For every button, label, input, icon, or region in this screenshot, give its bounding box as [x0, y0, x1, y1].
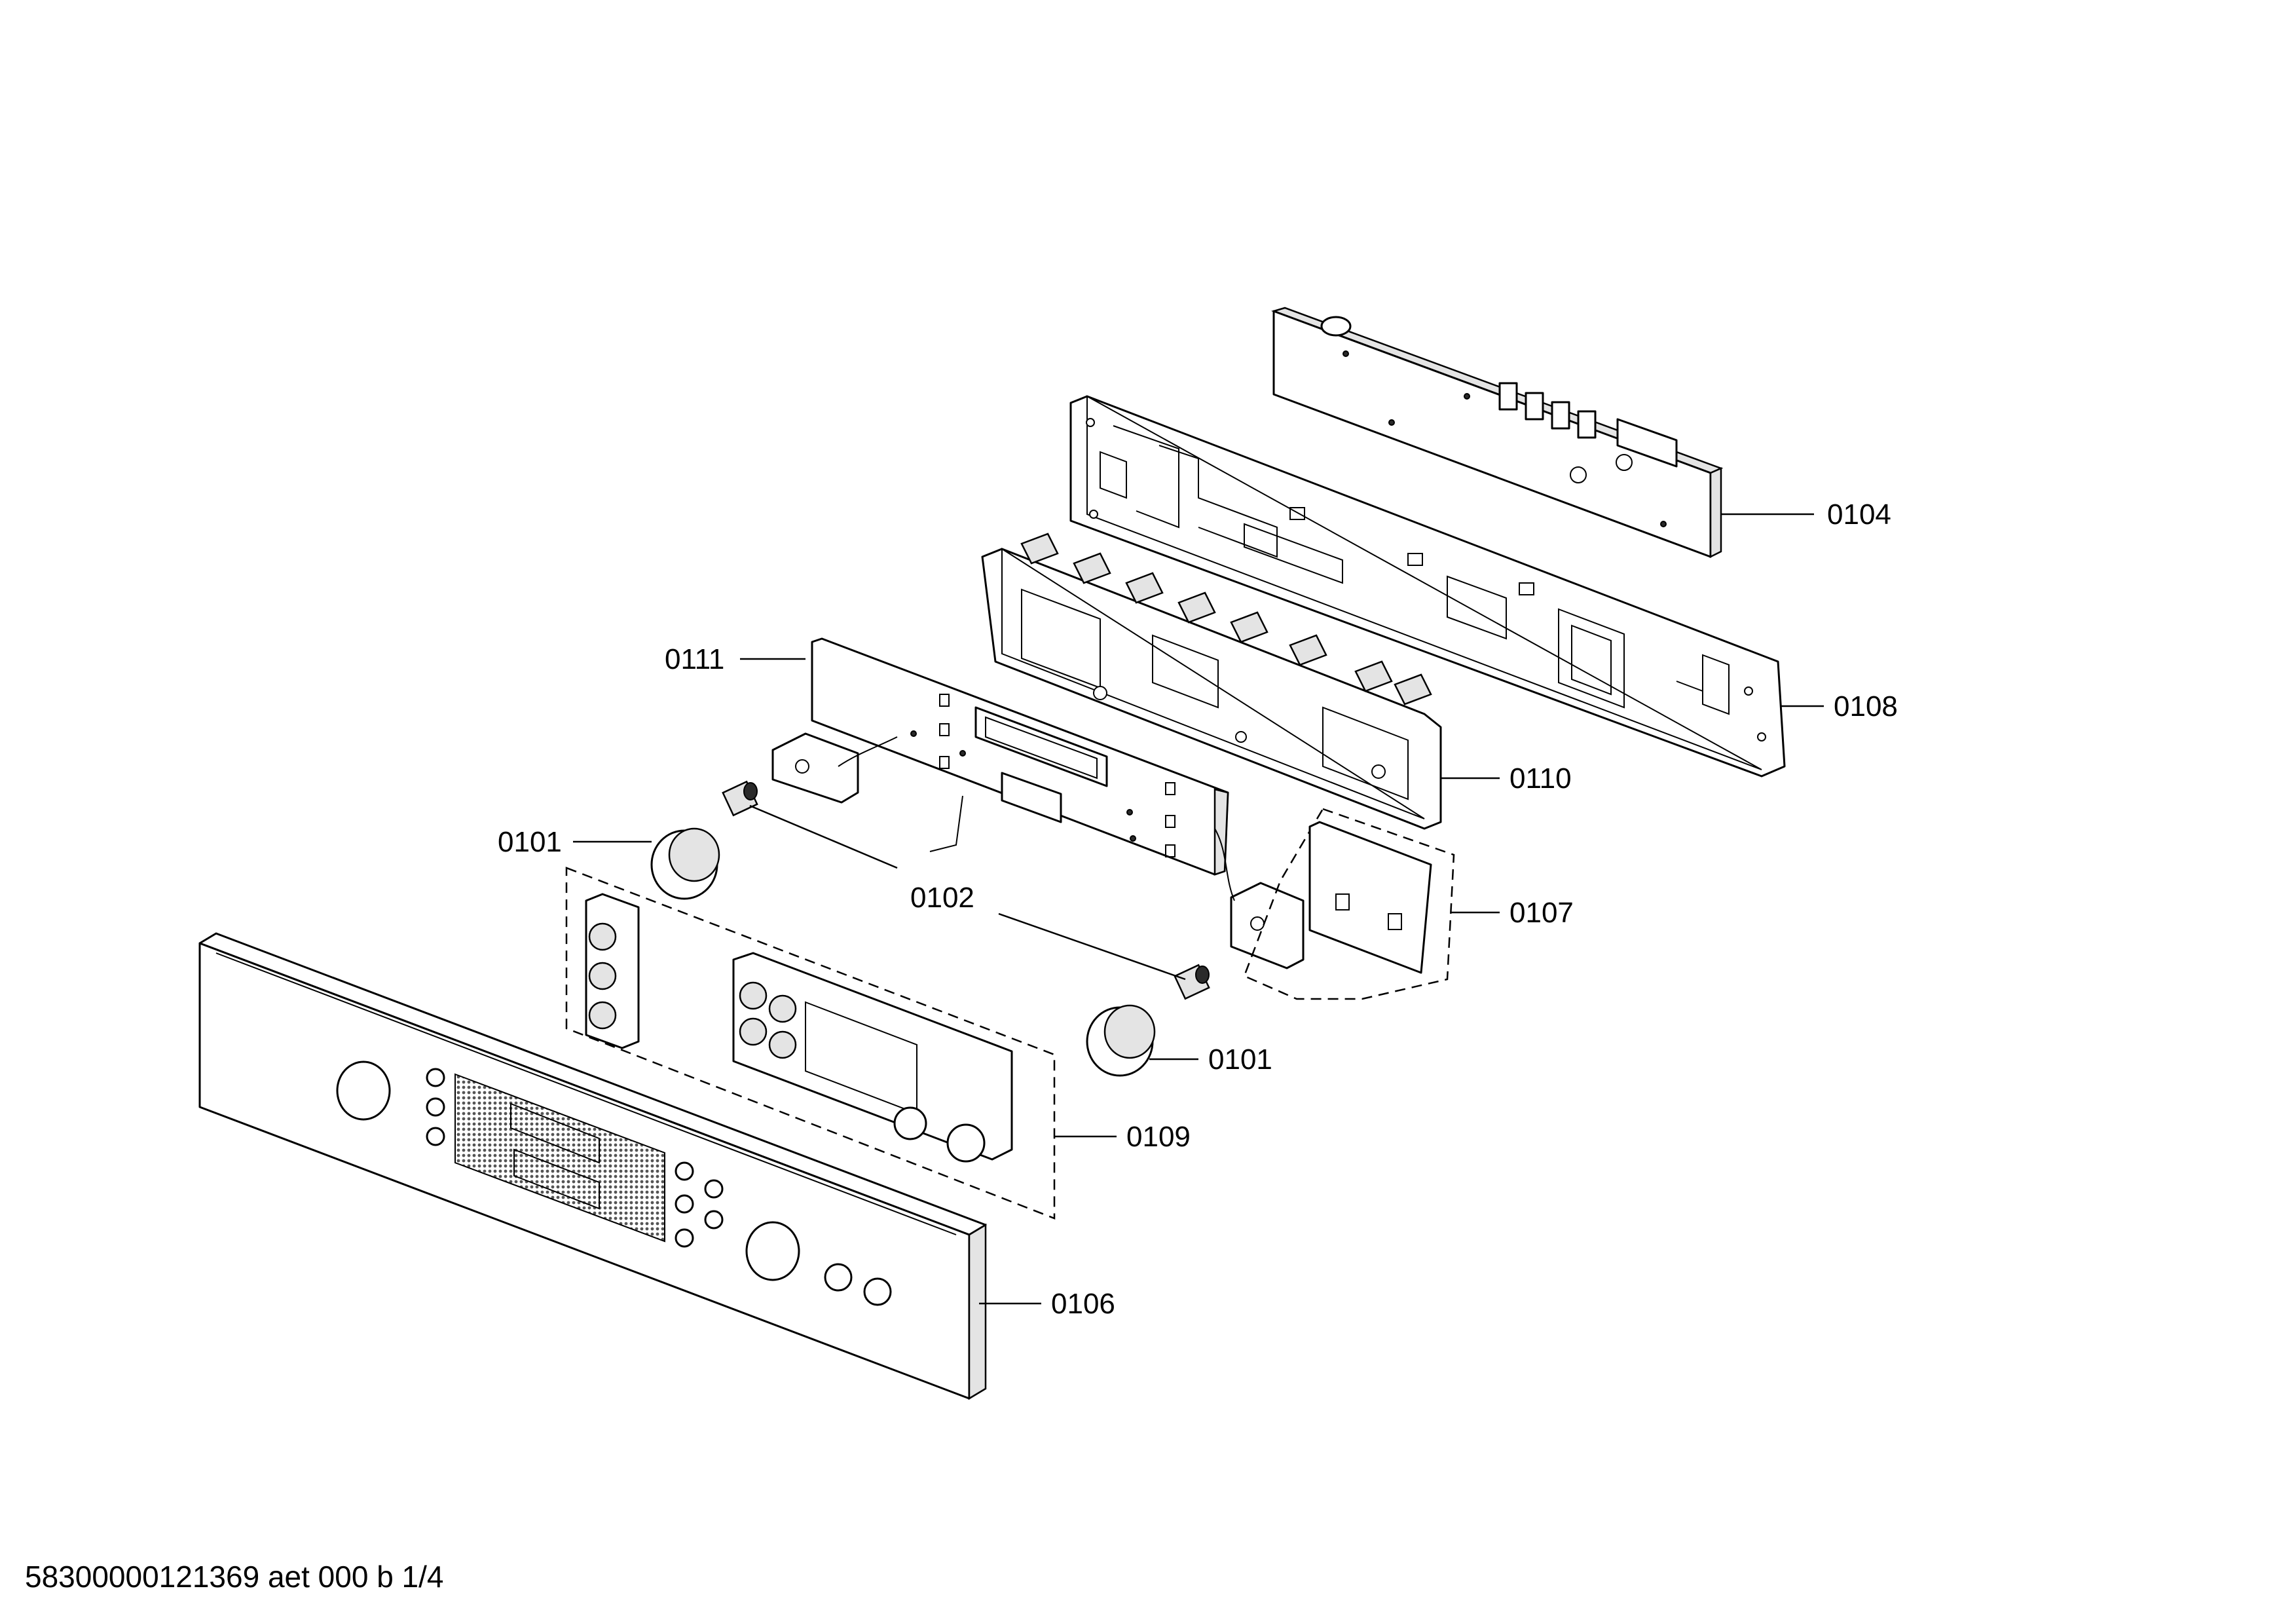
callout-0108: 0108: [1834, 690, 1898, 723]
callout-0101-right: 0101: [1208, 1043, 1272, 1076]
button-carrier-right: [732, 952, 1013, 1163]
panel-button: [675, 1194, 694, 1214]
callout-0102: 0102: [910, 882, 974, 914]
part-0102-encoders: [722, 780, 1210, 1000]
panel-button: [704, 1210, 724, 1229]
part-0107-aux-board: [1243, 808, 1455, 1000]
callout-0104: 0104: [1827, 498, 1891, 531]
part-0106-front-panel: [198, 932, 987, 1400]
left-encoder-bracket: [771, 732, 859, 804]
callout-0106: 0106: [1051, 1288, 1115, 1320]
part-0111-front-circuit-board: [771, 637, 1305, 969]
callout-0107: 0107: [1509, 897, 1574, 929]
leader-lines: [573, 513, 1824, 1305]
callout-0110: 0110: [1509, 762, 1572, 795]
callout-0111: 0111: [665, 643, 724, 675]
part-0109-button-carriers: [565, 867, 1056, 1220]
display-grille: [454, 1073, 665, 1243]
panel-button: [863, 1277, 892, 1306]
button-carrier-left: [585, 893, 640, 1049]
ribbon-connector: [929, 795, 963, 852]
part-0108-mounting-frame: [1069, 395, 1786, 778]
panel-button: [426, 1068, 445, 1087]
panel-button: [426, 1097, 445, 1117]
board-switches: [939, 694, 1176, 857]
display-module: [974, 706, 1108, 787]
carrier-clips: [1020, 533, 1432, 705]
right-encoder-bracket: [1230, 882, 1305, 969]
panel-button: [426, 1127, 445, 1146]
panel-knob-hole-right: [745, 1221, 800, 1281]
encoder-right: [1174, 964, 1210, 1000]
callout-labels: 0104 0108 0111 0110 0101 0102 0107 0101 …: [498, 498, 1898, 1320]
callout-0101-left: 0101: [498, 826, 562, 858]
panel-button: [704, 1179, 724, 1199]
part-0101-knob-right: [1086, 1004, 1156, 1077]
panel-button: [824, 1263, 853, 1292]
document-id: 58300000121369 aet 000 b 1/4: [25, 1560, 444, 1594]
panel-knob-hole-left: [336, 1060, 391, 1121]
part-0104-rear-board: [1271, 307, 1724, 559]
relay-components: [1320, 316, 1678, 483]
part-0110-plastic-carrier: [981, 533, 1442, 830]
panel-button: [675, 1228, 694, 1248]
part-0101-knob-left: [650, 827, 720, 900]
callout-0109: 0109: [1126, 1121, 1191, 1153]
panel-button: [675, 1161, 694, 1181]
encoder-left: [722, 780, 758, 817]
